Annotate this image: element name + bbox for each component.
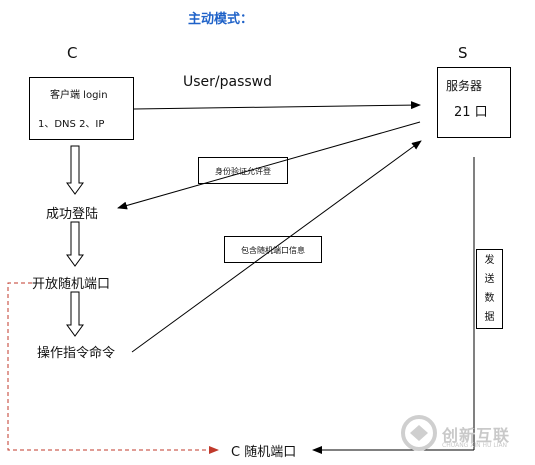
watermark-logo-icon — [401, 415, 437, 451]
arrow-auth-response — [117, 121, 421, 210]
down-arrow-1 — [66, 145, 84, 195]
client-login-box: 客户端 login 1、DNS 2、IP — [29, 77, 134, 140]
step-operation-command: 操作指令命令 — [37, 346, 116, 361]
client-box-line1: 客户端 login — [50, 90, 108, 101]
server-box-line1: 服务器 — [446, 79, 483, 93]
send-data-char: 据 — [484, 312, 495, 323]
user-passwd-label: User/passwd — [183, 74, 273, 90]
arrow-command-to-server — [131, 140, 422, 353]
watermark-name: 创新互联 — [442, 426, 511, 445]
send-data-char: 数 — [484, 293, 495, 304]
diagram-title: 主动模式： — [188, 12, 254, 27]
server-box: 服务器 21 口 — [437, 67, 511, 138]
step-login-success: 成功登陆 — [46, 207, 99, 222]
random-port-dashed-link — [7, 282, 219, 454]
client-box-line2: 1、DNS 2、IP — [38, 119, 105, 130]
send-data-char: 发 — [484, 255, 495, 266]
server-label: S — [458, 44, 468, 62]
down-arrow-2 — [66, 221, 84, 267]
send-data-box: 发 送 数 据 — [476, 249, 503, 329]
server-box-line2: 21 口 — [454, 105, 488, 120]
auth-note: 身份验证允许登 — [198, 157, 288, 184]
c-random-port-label: C 随机端口 — [231, 445, 297, 460]
watermark-subtitle: CHUANG XIN HU LIAN — [442, 442, 508, 449]
arrow-user-passwd — [133, 101, 421, 110]
client-label: C — [67, 44, 78, 62]
step-open-random-port: 开放随机端口 — [32, 277, 111, 292]
send-data-char: 送 — [484, 274, 495, 285]
down-arrow-3 — [66, 291, 84, 337]
